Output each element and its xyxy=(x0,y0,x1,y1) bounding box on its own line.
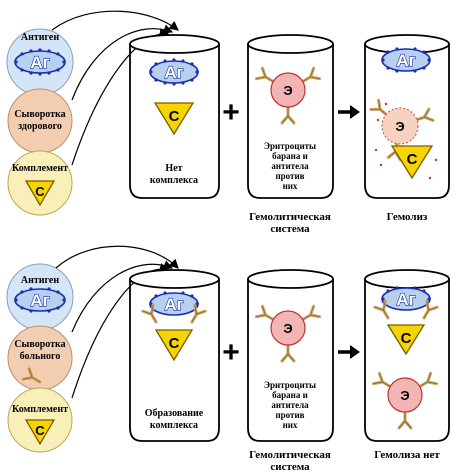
bottom-complement-title: Комплемент xyxy=(12,404,68,415)
bottom-complement-circle: Комплемент С xyxy=(7,387,73,453)
top-tube2-line4: против xyxy=(275,171,304,181)
top-complement-symbol: С xyxy=(35,184,45,199)
top-system-line1: Гемолитическая xyxy=(249,211,331,223)
top-serum-line2: здорового xyxy=(18,121,62,132)
top-serum-circle: Сыворотка здорового xyxy=(7,88,73,154)
bottom-antigen-title: Антиген xyxy=(21,275,60,286)
top-tube2-line2: барана и xyxy=(272,151,308,161)
top-tube1-complement: С xyxy=(169,108,180,125)
bottom-system-line2: система xyxy=(270,461,310,473)
top-arrows xyxy=(51,10,179,166)
bottom-tube2-erythrocyte: Э xyxy=(283,321,292,336)
top-complement-circle: Комплемент С xyxy=(7,150,73,216)
top-antigen-title: Антиген xyxy=(21,32,60,43)
bottom-antigen-symbol: Аг xyxy=(30,291,49,310)
bottom-tube2-line1: Эритроциты xyxy=(264,380,316,390)
top-tube1: Аг С Нет комплекса xyxy=(129,34,220,199)
bottom-plus-sign: + xyxy=(222,336,240,369)
top-tube3-erythrocyte: Э xyxy=(395,119,404,134)
bottom-tube3-antigen: Аг xyxy=(396,290,415,309)
top-tube3: Аг Э С xyxy=(364,34,450,199)
top-antigen-symbol: Аг xyxy=(30,53,49,72)
top-result-label: Гемолиз xyxy=(387,211,428,223)
top-antigen-circle: Антиген Аг xyxy=(6,28,74,96)
top-complement-title: Комплемент xyxy=(12,163,68,174)
bottom-serum-line2: больного xyxy=(20,351,61,362)
bottom-panel: Антиген Аг Сыворотка больного Комплемент… xyxy=(6,245,450,473)
top-plus-sign: + xyxy=(222,96,240,129)
bottom-tube2-line3: антитела xyxy=(271,400,309,410)
top-tube3-antigen: Аг xyxy=(396,51,415,70)
bottom-result-label: Гемолиза нет xyxy=(374,449,440,461)
bottom-tube3: Аг С Э xyxy=(364,269,450,442)
top-serum-line1: Сыворотка xyxy=(14,109,65,120)
bottom-tube3-complement: С xyxy=(401,330,412,347)
bottom-complement-symbol: С xyxy=(35,423,45,438)
top-tube1-antigen: Аг xyxy=(164,63,183,82)
bottom-tube1-line1: Образование xyxy=(145,408,204,419)
bottom-tube1-line2: комплекса xyxy=(150,420,198,431)
bottom-tube1-complement: С xyxy=(169,335,180,352)
bottom-arrows xyxy=(55,245,179,399)
top-tube1-line2: комплекса xyxy=(150,175,198,186)
top-tube2: Э Эритроциты барана и антитела против ни… xyxy=(247,34,334,199)
bottom-system-line1: Гемолитическая xyxy=(249,449,331,461)
top-panel: Антиген Аг Сыворотка здорового Комплемен… xyxy=(6,10,450,235)
bottom-serum-circle: Сыворотка больного xyxy=(7,325,73,391)
bottom-tube2-line2: барана и xyxy=(272,390,308,400)
bottom-tube2: Э Эритроциты барана и антитела против ни… xyxy=(247,269,334,442)
top-tube2-line1: Эритроциты xyxy=(264,141,316,151)
top-tube3-complement: С xyxy=(407,151,418,168)
bottom-antigen-circle: Антиген Аг xyxy=(6,263,74,331)
bottom-tube2-line4: против xyxy=(275,410,304,420)
top-tube2-line3: антитела xyxy=(271,161,309,171)
bottom-serum-line1: Сыворотка xyxy=(14,339,65,350)
bottom-tube2-line5: них xyxy=(283,420,298,430)
top-system-line2: система xyxy=(270,223,310,235)
bottom-tube3-erythrocyte: Э xyxy=(400,388,409,403)
top-tube2-line5: них xyxy=(283,181,298,191)
top-tube2-erythrocyte: Э xyxy=(283,83,292,98)
bottom-tube1-antigen: Аг xyxy=(164,295,183,314)
top-tube1-line1: Нет xyxy=(165,163,182,174)
bottom-tube1: Аг С Образование комплекса xyxy=(129,269,220,442)
